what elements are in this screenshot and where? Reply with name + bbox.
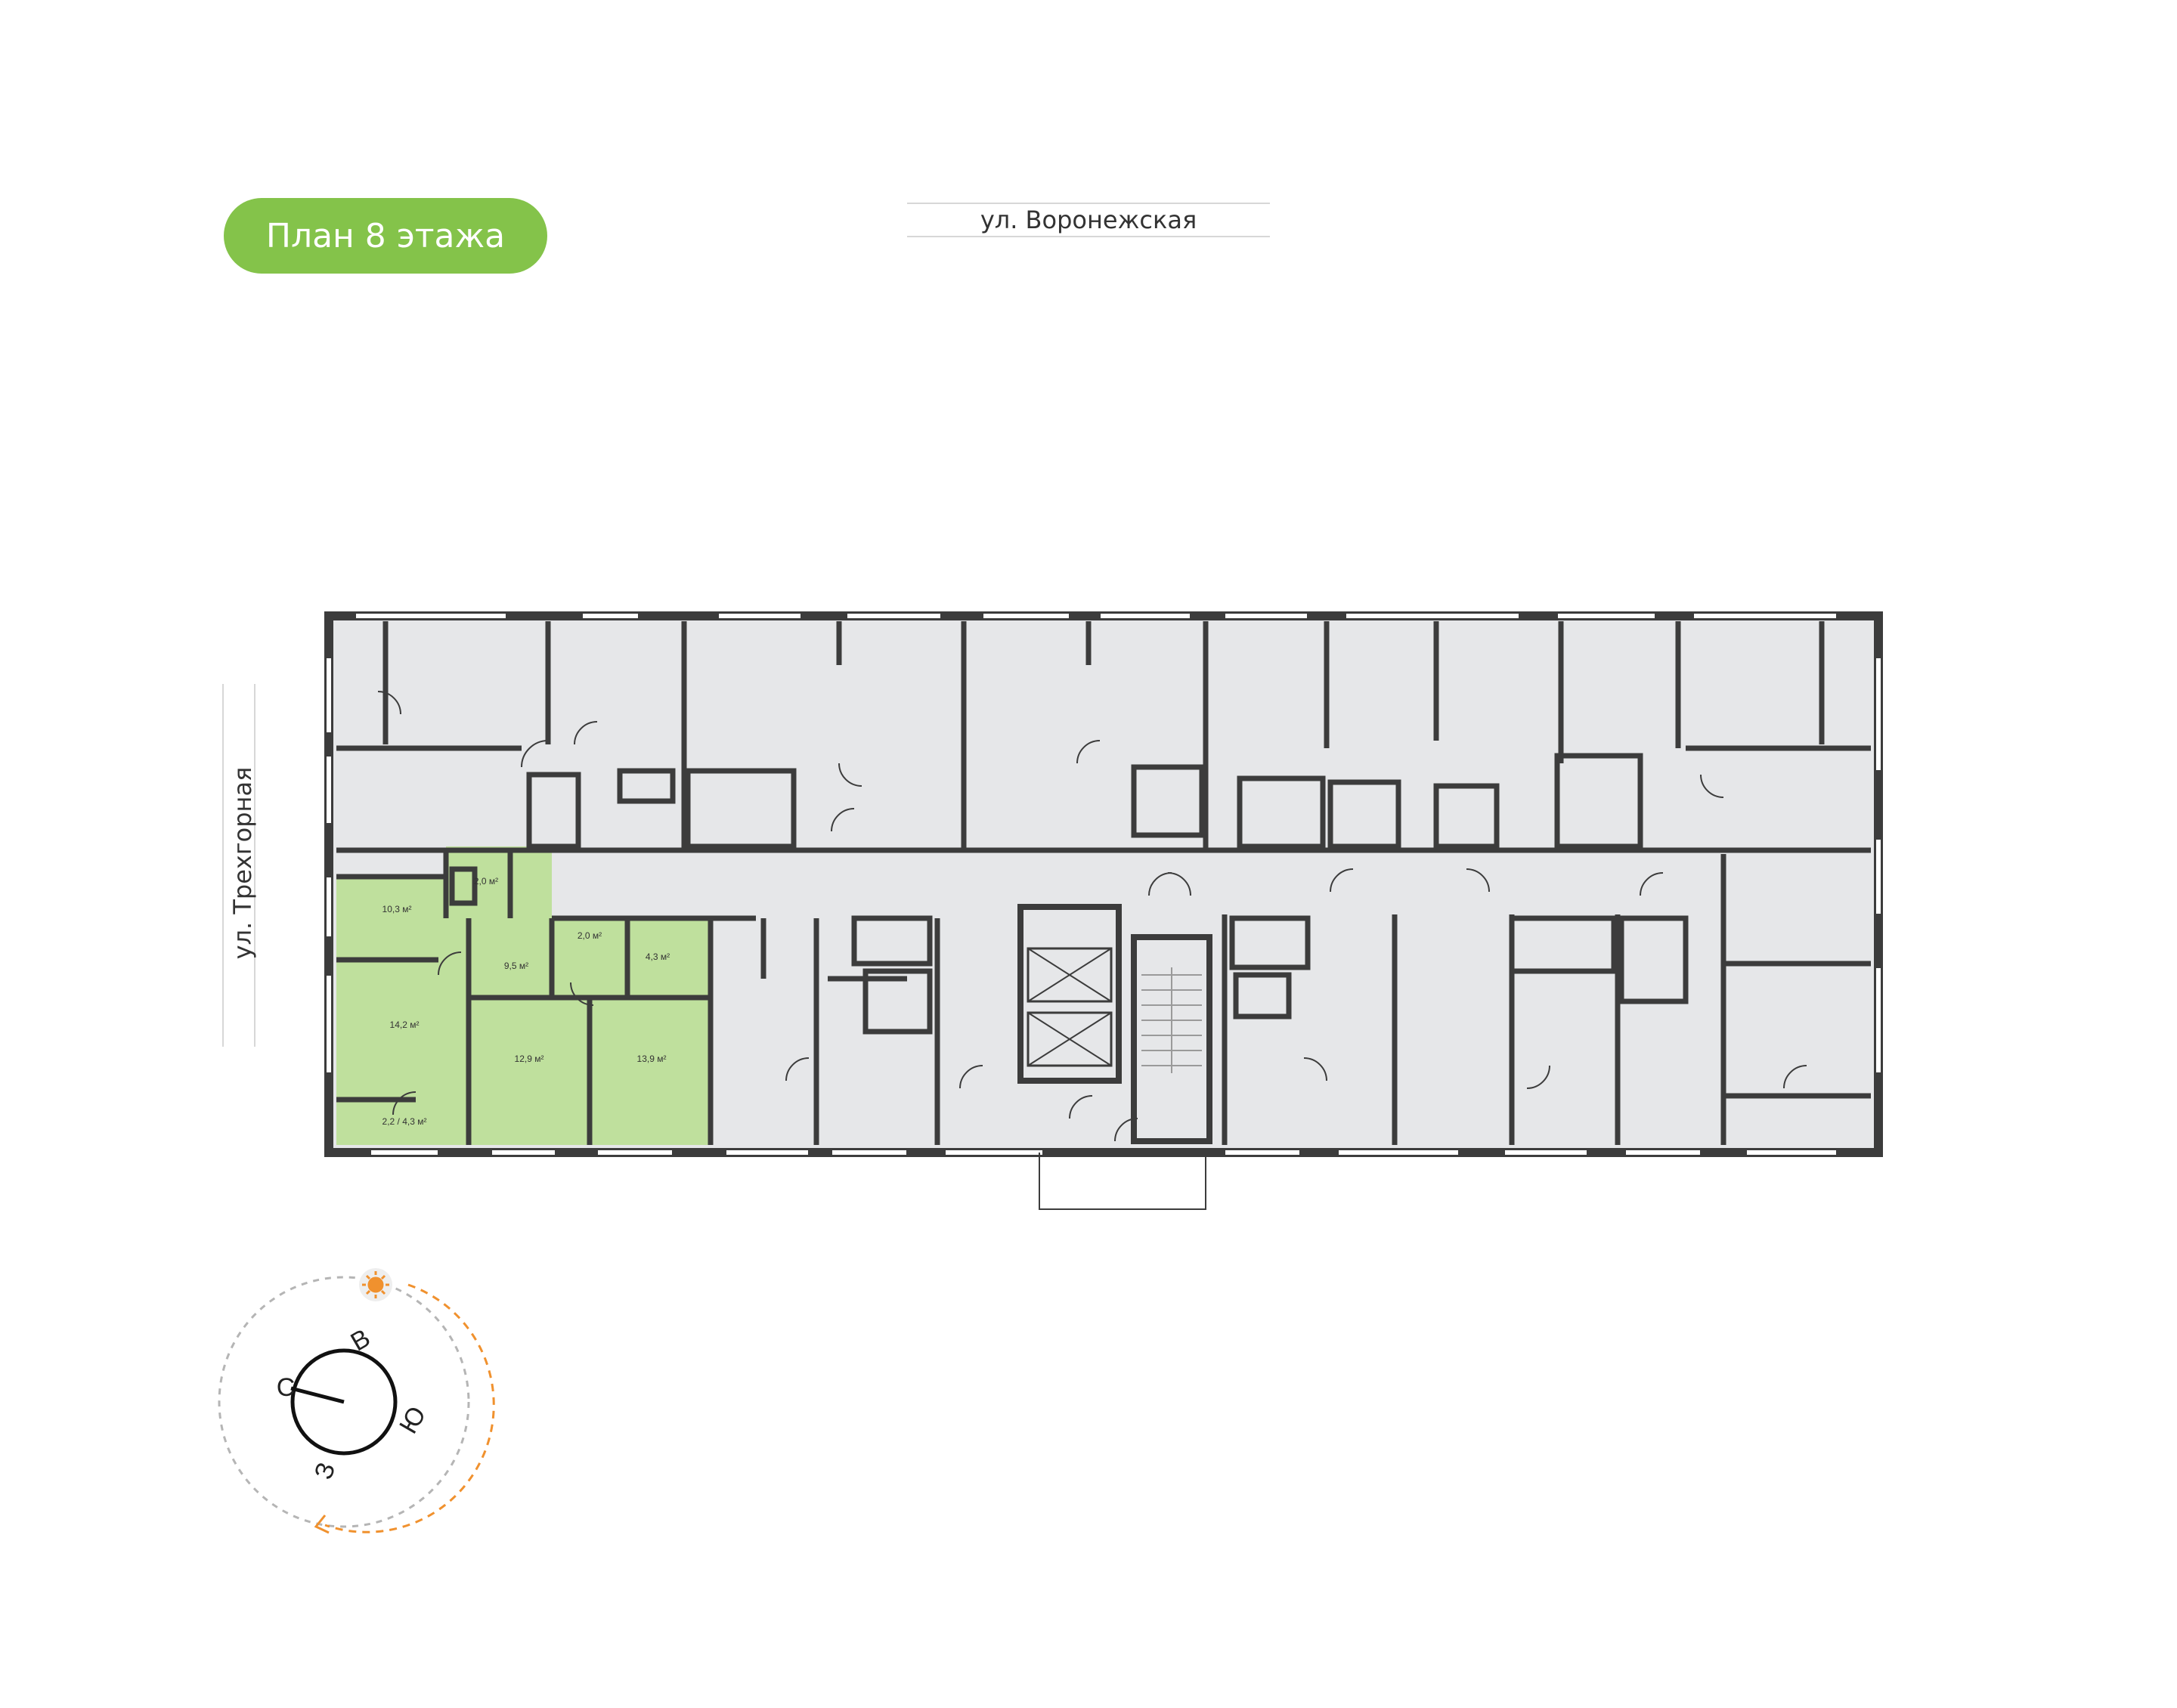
room-area-bath-2: 4,3 м² [646, 951, 670, 962]
door-swings [377, 691, 1807, 1142]
sun-icon [362, 1271, 389, 1298]
sun-path-arrow-icon [314, 1515, 330, 1534]
compass-needle [290, 1386, 345, 1404]
compass-west: З [309, 1459, 342, 1483]
interior-walls [336, 621, 1871, 1145]
street-line-left-b [254, 684, 255, 1047]
room-area-bedroom-3: 13,9 м² [637, 1054, 667, 1064]
compass-south: Ю [394, 1402, 432, 1439]
street-label-top: ул. Воронежская [907, 203, 1270, 237]
room-area-balcony: 2,2 / 4,3 м² [382, 1116, 427, 1127]
compass-north: С [277, 1373, 296, 1402]
room-area-hall: 9,5 м² [504, 961, 528, 971]
room-area-living: 10,3 м² [382, 904, 412, 914]
room-area-wardrobe: 2,0 м² [578, 930, 602, 941]
floor-title-badge: План 8 этажа [224, 198, 547, 274]
windows [325, 612, 1882, 1156]
compass: С В Ю З [218, 1268, 495, 1534]
room-area-bath-1: 2,0 м² [474, 876, 498, 886]
sun-path [324, 1283, 495, 1533]
room-area-bedroom-2: 12,9 м² [515, 1054, 544, 1064]
street-line-left-a [222, 684, 224, 1047]
room-area-bedroom-1: 14,2 м² [390, 1020, 420, 1030]
building-core [1017, 904, 1212, 1210]
